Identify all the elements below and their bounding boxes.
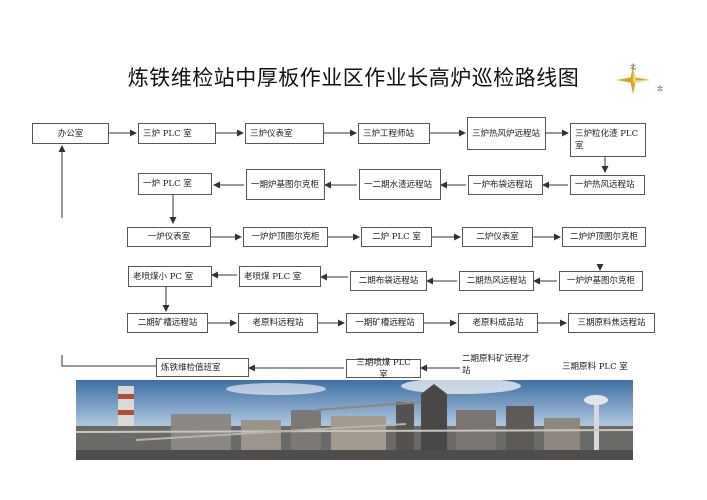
node-old-injection-small-pc: 老喷煤小 PC 室: [128, 266, 212, 287]
node-p2-trough-remote: 二期矿槽远程站: [127, 313, 208, 333]
node-p3-raw-coke: 三期原料焦远程站: [568, 313, 655, 333]
node-f1-instrument: 一炉仪表室: [127, 227, 211, 247]
node-f1-hotblast-remote: 一炉热风远程站: [570, 175, 645, 195]
node-duty-room: 炼铁维检值班室: [156, 358, 249, 377]
node-p1-trough-remote: 一期矿槽远程站: [346, 313, 424, 333]
node-f3-instrument: 三炉仪表室: [245, 123, 324, 144]
node-f1-top-tur: 一炉炉顶图尔克柜: [243, 227, 328, 247]
node-p2-raw-ore-remote: 二期原料矿远程才站: [462, 354, 531, 376]
compass-south-label: 余: [657, 86, 664, 93]
node-f1-bag-remote: 一炉布袋远程站: [468, 175, 543, 195]
node-old-raw-remote: 老原料远程站: [238, 313, 318, 333]
node-p1-base-tur: 一期炉基图尔克柜: [246, 169, 325, 200]
node-p2-water-remote: 一二期水渣远程站: [359, 169, 441, 200]
compass-icon: 北 余: [606, 58, 664, 106]
node-office: 办公室: [32, 123, 109, 144]
node-f1-base-tur: 一炉炉基图尔克柜: [559, 271, 643, 291]
node-old-injection-plc: 老喷煤 PLC 室: [239, 266, 321, 287]
node-f3-granulation-plc: 三炉粒化渣 PLC 室: [570, 123, 646, 157]
node-f2-instrument: 二炉仪表室: [462, 227, 533, 247]
node-f2-top-tur: 二炉炉顶图尔克柜: [562, 227, 646, 247]
node-p2-hotblast-remote: 二期热风远程站: [459, 271, 534, 291]
node-p2-bag-remote: 二期布袋远程站: [350, 271, 427, 291]
node-f1-plc: 一炉 PLC 室: [138, 173, 212, 195]
blast-furnace-photo: [76, 380, 633, 460]
page-title: 炼铁维检站中厚板作业区作业长高炉巡检路线图: [127, 66, 580, 90]
node-f3-engineer: 三炉工程师站: [358, 123, 430, 144]
node-p3-raw-plc: 三期原料 PLC 室: [562, 362, 628, 372]
node-f3-hotblast-remote: 三炉热风炉远程站: [467, 117, 546, 150]
node-old-raw-product: 老原料成品站: [458, 313, 538, 333]
node-f3-plc: 三炉 PLC 室: [138, 123, 216, 144]
node-p3-injection-plc: 三期喷煤 PLC 室: [346, 358, 421, 380]
compass-north-label: 北: [630, 64, 637, 71]
node-f2-plc: 二炉 PLC 室: [361, 227, 432, 247]
